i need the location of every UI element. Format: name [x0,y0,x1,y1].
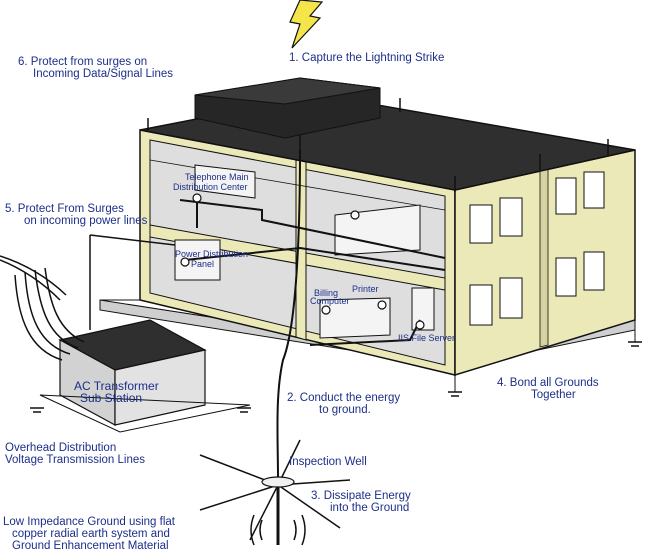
ground-symbol-icons [30,341,642,413]
air-terminals [147,98,609,192]
overhead-label-line2: Voltage Transmission Lines [5,454,145,466]
billing-desk [319,297,391,339]
dissipation-waves [250,514,306,546]
step3-label-line2: into the Ground [330,502,410,514]
file-server-label: IIS File Server [398,333,456,343]
telephone-center-box [194,164,256,199]
file-server-cabinet [411,287,435,331]
step4-label-line2: Together [531,389,576,401]
step5-label-line2: on incoming power lines [24,215,148,227]
step2-label-line2: to ground. [319,404,371,416]
transformer-label-line1: AC Transformer [74,379,159,393]
power-panel-label-line1: Power Distribution [175,249,249,259]
power-feed [89,234,176,330]
lightning-bolt-icon [289,0,324,49]
step2-label-line1: 2. Conduct the energy [287,392,401,404]
power-panel-label-line2: Panel [191,259,215,269]
side-windows [469,171,605,326]
step5-label-line1: 5. Protect From Surges [5,203,124,215]
step6-label-line2: Incoming Data/Signal Lines [33,68,173,80]
step6-label-line1: 6. Protect from surges on [18,56,148,68]
step4-label-line1: 4. Bond all Grounds [497,377,599,389]
transformer-side [114,349,206,426]
step1-label: 1. Capture the Lightning Strike [289,52,445,64]
printer-label: Printer [352,284,379,294]
overhead-line-conduits [0,255,85,361]
low-impedance-label-line2: copper radial earth system and [12,528,170,540]
billing-label-line2: Computer [310,296,350,306]
transformer-label-line2: Sub Station [80,391,143,405]
low-impedance-label-line3: Ground Enhancement Material [12,540,169,552]
billing-label-line1: Billing [314,288,339,298]
ground-lines [100,299,636,392]
inspection-well-label: Inspection Well [289,456,367,468]
down-conductor [276,149,301,479]
inspection-well [261,476,295,488]
low-impedance-label-line1: Low Impedance Ground using flat [3,516,175,528]
telephone-label-line1: Telephone Main [185,172,249,182]
connector-dots [180,193,425,330]
telephone-label-line2: Distribution Center [173,182,248,192]
overhead-label-line1: Overhead Distribution [5,442,117,454]
step3-label-line1: 3. Dissipate Energy [311,490,411,502]
